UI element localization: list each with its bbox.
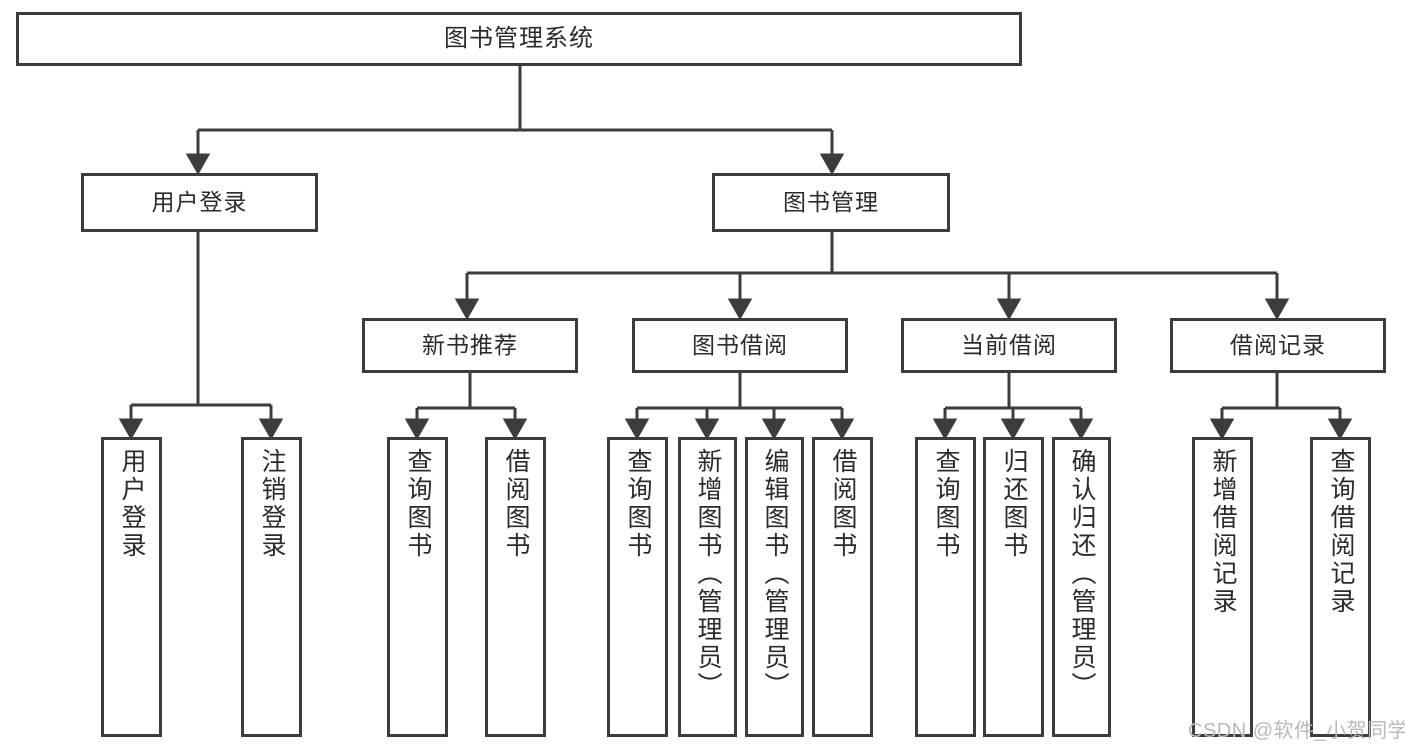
node-label: 图书借阅 (692, 331, 788, 358)
leaf-user-logout[interactable]: 注销登录 (241, 437, 302, 737)
node-label: 查询借阅记录 (1327, 448, 1355, 616)
node-label: 查询图书 (624, 448, 652, 560)
leaf-edit-book-admin[interactable]: 编辑图书（管理员） (745, 437, 804, 737)
leaf-query-borrow-record[interactable]: 查询借阅记录 (1310, 437, 1371, 737)
node-label: 借阅图书 (502, 448, 530, 560)
leaf-borrow-book[interactable]: 借阅图书 (812, 437, 873, 737)
node-label: 图书管理系统 (444, 24, 594, 52)
node-label: 注销登录 (258, 448, 286, 560)
node-current-borrow[interactable]: 当前借阅 (901, 318, 1117, 373)
leaf-confirm-return-admin[interactable]: 确认归还（管理员） (1052, 437, 1111, 737)
leaf-return-book[interactable]: 归还图书 (983, 437, 1044, 737)
leaf-query-book-borrow[interactable]: 查询图书 (607, 437, 668, 737)
node-label: 借阅图书 (829, 448, 857, 560)
leaf-add-borrow-record[interactable]: 新增借阅记录 (1192, 437, 1253, 737)
node-label: 用户登录 (151, 188, 248, 215)
watermark: CSDN @软件_小贺同学 (1188, 720, 1405, 742)
leaf-borrow-book-recommend[interactable]: 借阅图书 (485, 437, 546, 737)
node-label: 当前借阅 (961, 331, 1057, 358)
node-new-book-recommend[interactable]: 新书推荐 (362, 318, 578, 373)
node-label: 新增借阅记录 (1209, 448, 1237, 616)
leaf-user-login[interactable]: 用户登录 (101, 437, 162, 737)
node-label: 图书管理 (783, 188, 879, 215)
node-label: 借阅记录 (1230, 331, 1326, 358)
node-label: 新书推荐 (422, 331, 518, 358)
node-label: 确认归还（管理员） (1068, 448, 1096, 700)
node-root-system[interactable]: 图书管理系统 (16, 12, 1022, 66)
node-borrow-records[interactable]: 借阅记录 (1170, 318, 1386, 373)
node-label: 编辑图书（管理员） (761, 448, 789, 700)
node-label: 用户登录 (118, 448, 146, 560)
node-label: 查询图书 (404, 448, 432, 560)
node-book-management[interactable]: 图书管理 (712, 173, 950, 232)
node-user-login[interactable]: 用户登录 (81, 173, 318, 232)
node-book-borrow[interactable]: 图书借阅 (632, 318, 848, 373)
node-label: 新增图书（管理员） (694, 448, 722, 700)
leaf-add-book-admin[interactable]: 新增图书（管理员） (678, 437, 737, 737)
node-label: 归还图书 (1000, 448, 1028, 560)
node-label: 查询图书 (932, 448, 960, 560)
leaf-query-book-recommend[interactable]: 查询图书 (387, 437, 448, 737)
leaf-query-book-current[interactable]: 查询图书 (915, 437, 976, 737)
